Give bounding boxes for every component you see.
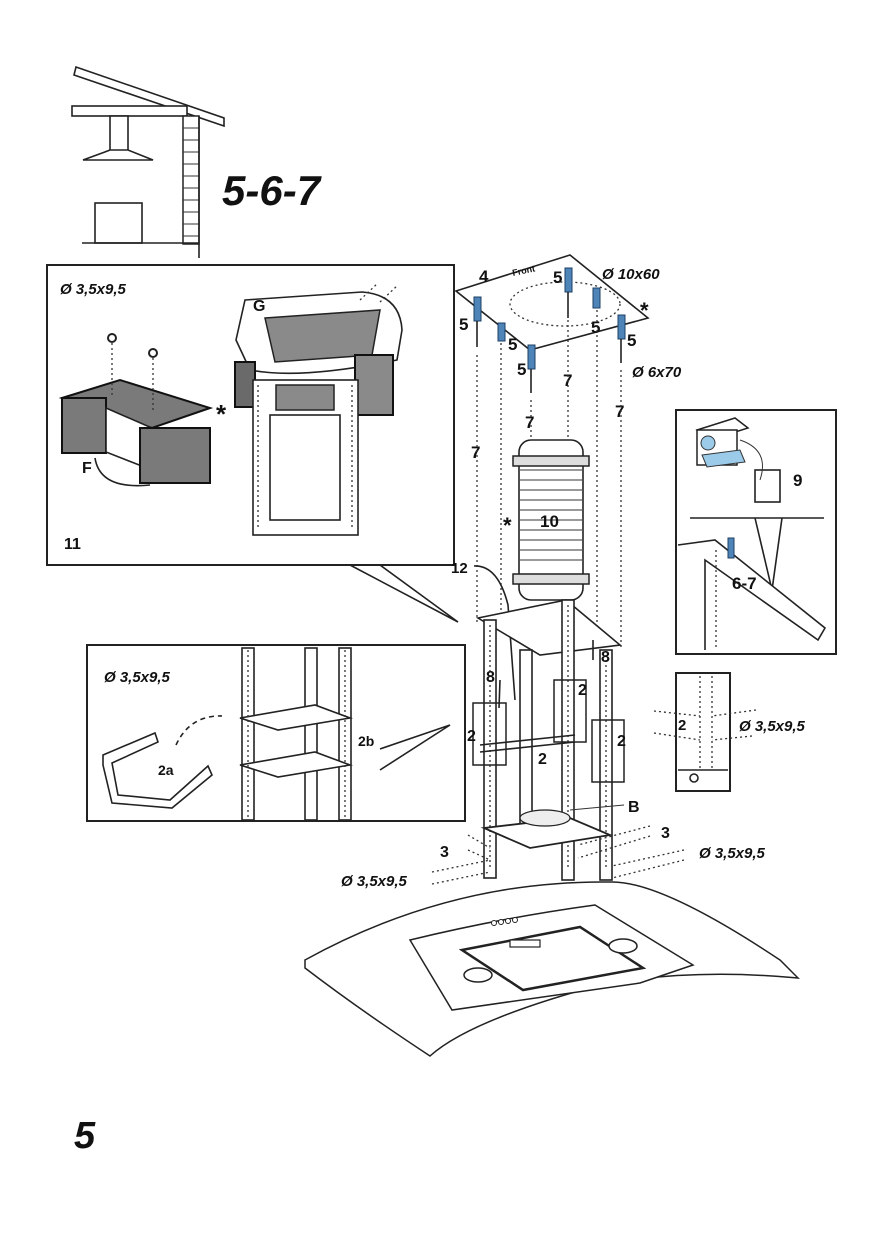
ceiling <box>71 105 188 117</box>
bracket-2a <box>102 731 213 809</box>
motor-housing <box>234 282 403 536</box>
anchor-label: 5 <box>627 331 636 350</box>
screw-label-7: 7 <box>615 402 624 421</box>
power-cable <box>473 565 516 701</box>
hood-chimney <box>109 115 129 155</box>
support-frame <box>472 599 625 881</box>
brick-wall <box>182 115 200 245</box>
wall-anchors <box>473 267 626 393</box>
hood-canopy-glass <box>304 881 800 1057</box>
step-title: 5-6-7 <box>222 167 322 214</box>
screw-size-right: Ø 3,5x9,5 <box>699 845 766 862</box>
label-9: 9 <box>793 471 802 490</box>
location-pictogram <box>71 65 225 258</box>
wall-plug-size: Ø 10x60 <box>602 266 660 283</box>
screw-size-label: Ø 3,5x9,5 <box>60 281 127 298</box>
cooker-island <box>94 202 143 244</box>
step-number-11: 11 <box>64 536 81 553</box>
flexible-duct <box>512 439 590 601</box>
front-label: Front <box>511 263 536 278</box>
detail-box <box>472 702 507 766</box>
charcoal-filter <box>58 333 214 487</box>
part-number-4: 4 <box>479 267 489 286</box>
detail-box <box>553 679 587 743</box>
anchor-label: 5 <box>591 318 600 337</box>
star-marker: * <box>216 399 227 429</box>
label-3-left: 3 <box>440 844 449 861</box>
lower-screw-lines <box>431 825 685 885</box>
label-6-7: 6-7 <box>732 574 757 593</box>
grease-filter <box>458 925 647 992</box>
hood-canopy <box>82 149 154 161</box>
screw-label-7: 7 <box>525 413 534 432</box>
arrow-curve <box>175 715 223 746</box>
screw-size-label: Ø 3,5x9,5 <box>739 718 806 735</box>
light <box>608 938 638 954</box>
light <box>463 967 493 983</box>
label-2a: 2a <box>158 762 174 778</box>
label-b: B <box>628 799 640 816</box>
anchor-label: 5 <box>553 268 562 287</box>
screw-size-6x70: Ø 6x70 <box>632 364 682 381</box>
part-number-10: 10 <box>540 512 559 531</box>
control-buttons <box>491 917 518 926</box>
label-f: F <box>82 460 92 477</box>
screw-size-left: Ø 3,5x9,5 <box>341 873 408 890</box>
inset-side: 2 Ø 3,5x9,5 <box>653 672 806 792</box>
label-g: G <box>253 298 265 315</box>
anchor-label: 5 <box>459 315 468 334</box>
detail-box <box>591 719 625 783</box>
label-2: 2 <box>617 733 626 750</box>
screw-size-label: Ø 3,5x9,5 <box>104 669 171 686</box>
label-8-right: 8 <box>601 649 610 666</box>
inset-electrical: 9 6-7 <box>675 409 837 655</box>
label-2: 2 <box>538 751 547 768</box>
star-marker-duct: * <box>503 513 512 538</box>
ceiling-template: Front 4 Ø 10x60 * Ø 6x70 5 5 5 5 5 5 7 7… <box>454 254 682 650</box>
callout-pointer <box>349 564 459 623</box>
label-2b: 2b <box>358 733 374 749</box>
anchor-label: 5 <box>508 335 517 354</box>
cable-label-12: 12 <box>451 560 468 577</box>
label-2: 2 <box>678 717 686 734</box>
inset-filter: Ø 3,5x9,5 F * G <box>46 264 459 623</box>
page-number: 5 <box>74 1115 96 1157</box>
star-marker-template: * <box>640 298 649 323</box>
label-3-right: 3 <box>661 825 670 842</box>
label-2: 2 <box>467 728 476 745</box>
label-8-left: 8 <box>486 669 495 686</box>
label-2: 2 <box>578 682 587 699</box>
roof <box>73 65 225 128</box>
inset-bracket: Ø 3,5x9,5 2a 2b <box>86 644 466 822</box>
anchor-label: 5 <box>517 360 526 379</box>
screw-label-7: 7 <box>471 443 480 462</box>
callout-pointer <box>379 724 451 771</box>
